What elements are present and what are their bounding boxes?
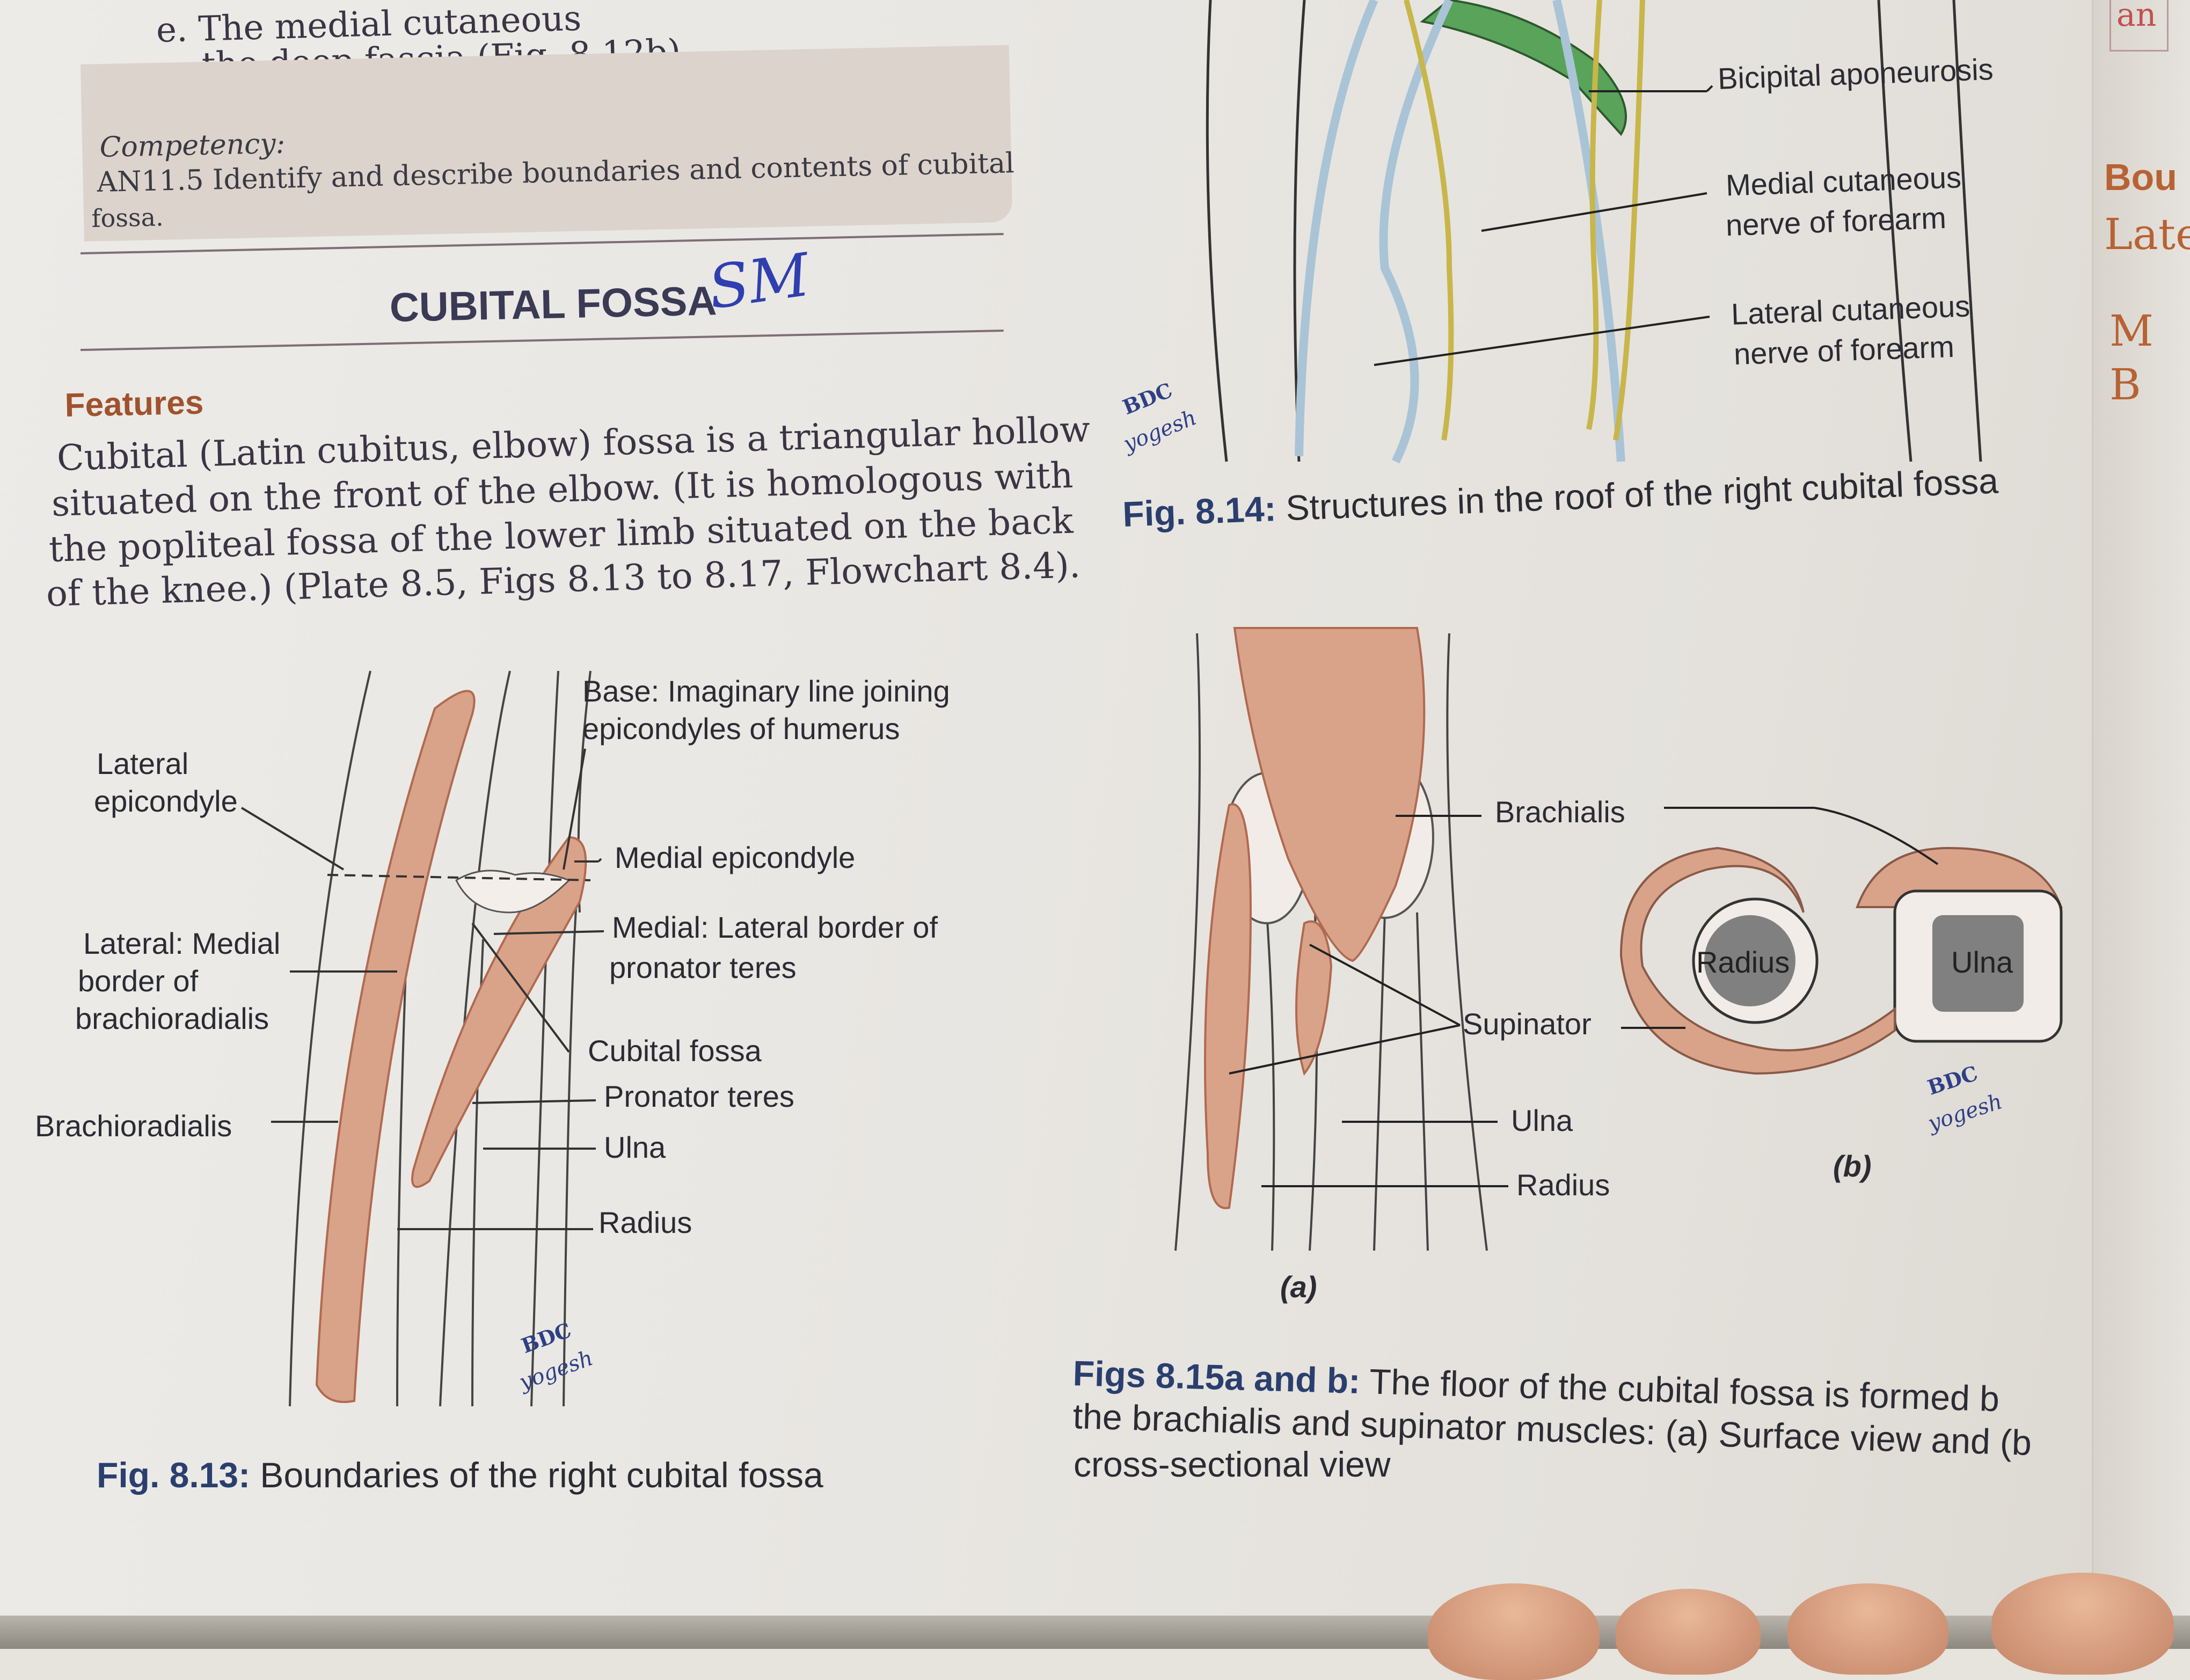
fig-8-13-caption-text: Boundaries of the right cubital fossa [260,1455,823,1495]
label-lateral-border-1: Lateral: Medial [83,926,281,960]
margin-text-bou: Bou [2104,156,2178,198]
facing-page-edge: an Bou Late M B [2092,0,2190,1649]
label-medial-border-1: Medial: Lateral border of [612,910,938,944]
label-medial-epicondyle: Medial epicondyle [615,841,856,874]
fig-8-15-caption-line-3: cross-sectional view [1074,1444,1391,1484]
panel-label-a: (a) [1280,1270,1317,1304]
label-medial-border-2: pronator teres [609,951,797,984]
fig-8-13-caption-number: Fig. 8.13: [97,1455,251,1495]
margin-text-m: M [2109,306,2154,356]
label-base-2: epicondyles of humerus [582,712,900,746]
label-lateral-border-3: brachioradialis [75,1002,269,1035]
margin-text-late: Late [2104,209,2190,259]
margin-text-b: B [2109,360,2141,410]
label-brachialis: Brachialis [1495,795,1625,829]
label-lateral-border-2: border of [78,964,199,998]
label-radius-a: Radius [1516,1168,1610,1202]
thumb-2 [1616,1589,1761,1675]
label-base-1: Base: Imaginary line joining [582,674,950,708]
thumb-4 [1991,1573,2174,1675]
label-brachioradialis: Brachioradialis [35,1109,232,1143]
label-pronator-teres: Pronator teres [604,1079,794,1113]
margin-text-top: an [2109,0,2169,52]
thumb-3 [1787,1583,1948,1675]
label-cubital-fossa: Cubital fossa [588,1034,762,1068]
fig-8-13-caption: Fig. 8.13: Boundaries of the right cubit… [97,1455,823,1495]
fig-8-15-caption-number: Figs 8.15a and b: [1072,1353,1361,1401]
label-radius-b: Radius [1696,945,1790,979]
thumb-1 [1428,1583,1600,1680]
label-lateral-epicondyle-1: Lateral [97,747,189,780]
label-supinator: Supinator [1463,1007,1592,1041]
label-ulna-a: Ulna [1511,1104,1573,1137]
label-ulna: Ulna [604,1130,666,1164]
label-radius: Radius [598,1206,692,1239]
label-ulna-b: Ulna [1951,945,2013,979]
panel-label-b: (b) [1833,1149,1872,1183]
label-lateral-epicondyle-2: epicondyle [94,784,238,818]
